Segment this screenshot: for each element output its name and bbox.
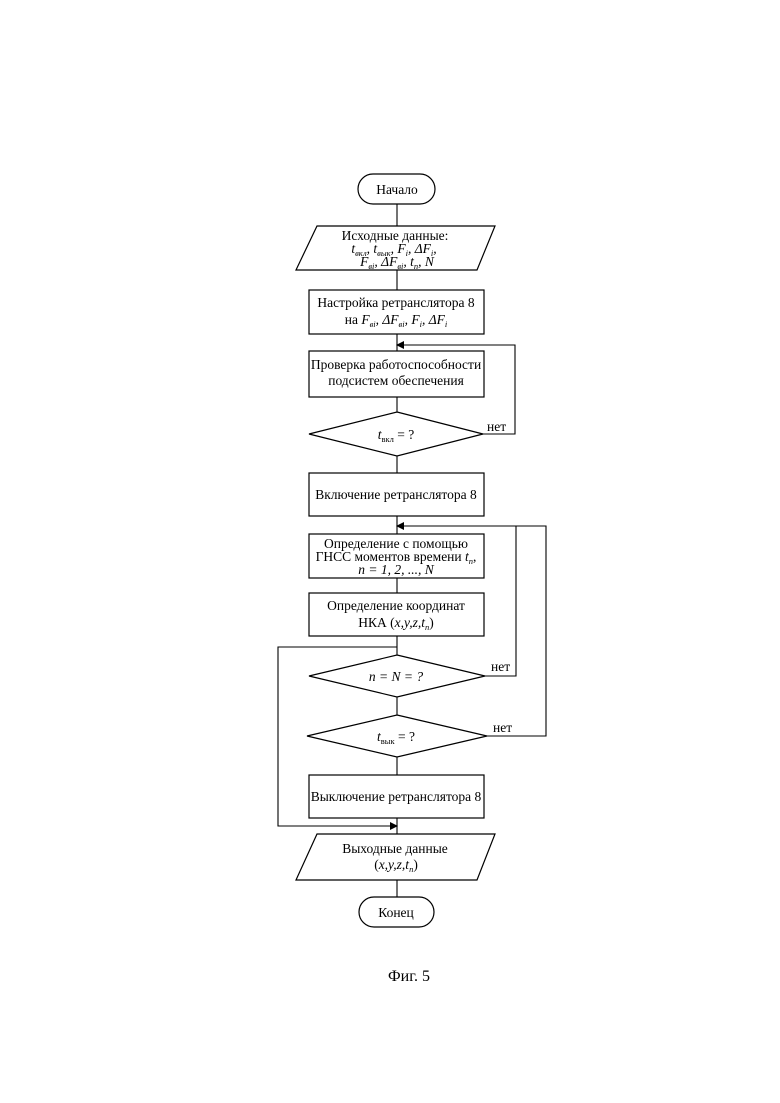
input-data-block: Исходные данные: tвкл, tвык, Fi, ΔFi, Fв…	[296, 226, 495, 271]
check-line1: Проверка работоспособности	[311, 357, 481, 372]
end-label: Конец	[378, 905, 414, 920]
decision-n-equals-N: n = N = ? нет	[309, 655, 510, 697]
output-title: Выходные данные	[342, 841, 448, 856]
decision-switch-on-time: tвкл = ? нет	[309, 412, 506, 456]
time-def-line3: n = 1, 2, ..., N	[358, 562, 434, 577]
start-terminal: Начало	[358, 174, 435, 204]
no-label-3: нет	[493, 720, 512, 735]
switch-on-block: Включение ретранслятора 8	[309, 473, 484, 516]
figure-caption: Фиг. 5	[388, 968, 430, 985]
time-determination-block: Определение с помощью ГНСС моментов врем…	[309, 534, 484, 578]
end-terminal: Конец	[359, 897, 434, 927]
setup-line2: на Fвi, ΔFвi, Fi, ΔFi	[345, 312, 448, 329]
switch-off-label: Выключение ретранслятора 8	[311, 789, 482, 804]
decision-switch-off-time: tвык = ? нет	[307, 715, 512, 757]
decision-n-label: n = N = ?	[369, 669, 423, 684]
setup-block: Настройка ретранслятора 8 на Fвi, ΔFвi, …	[309, 290, 484, 334]
switch-on-label: Включение ретранслятора 8	[315, 487, 477, 502]
switch-off-block: Выключение ретранслятора 8	[309, 775, 484, 818]
start-label: Начало	[376, 182, 418, 197]
check-line2: подсистем обеспечения	[328, 373, 464, 388]
setup-line1: Настройка ретранслятора 8	[317, 295, 475, 310]
coordinate-determination-block: Определение координат НКА (x,y,z,tn)	[309, 593, 484, 636]
no-label-1: нет	[487, 419, 506, 434]
coord-def-line2: НКА (x,y,z,tn)	[358, 615, 434, 632]
coord-def-line1: Определение координат	[327, 598, 465, 613]
no-label-2: нет	[491, 659, 510, 674]
check-block: Проверка работоспособности подсистем обе…	[309, 351, 484, 397]
output-data-block: Выходные данные (x,y,z,tn)	[296, 834, 495, 880]
